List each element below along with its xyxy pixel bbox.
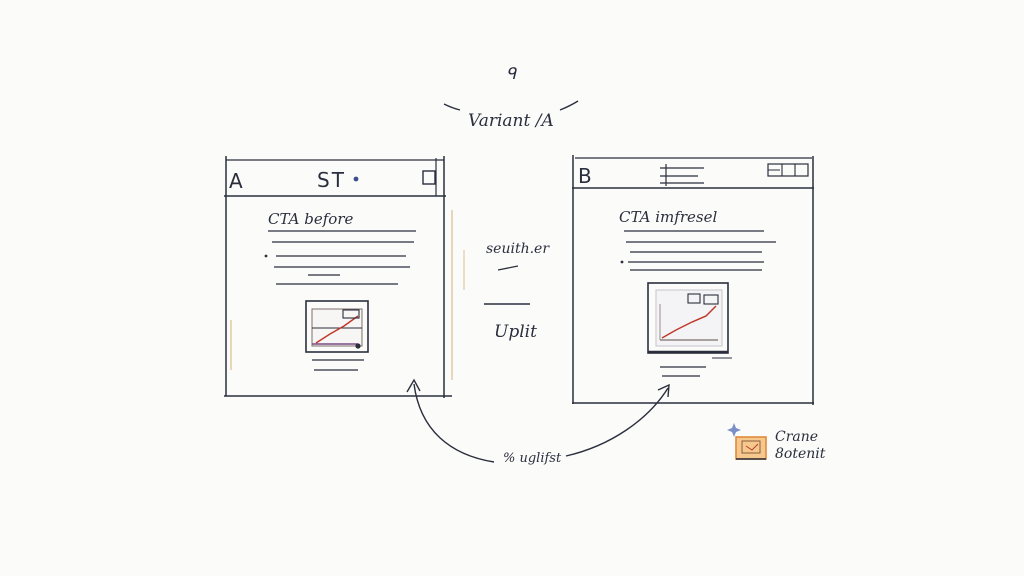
panel-b-chart-inner	[655, 289, 723, 347]
diagram-title: Variant /A	[468, 111, 554, 131]
panel-a-chart-corner-dot	[355, 343, 361, 349]
arrow-to-variant-b-head	[657, 383, 670, 398]
panel-a-bullet	[264, 254, 268, 258]
side-note-line-2: 8otenit	[775, 446, 826, 462]
panel-a-heading: CTA before	[268, 210, 354, 228]
panel-a-header-dot	[353, 176, 359, 182]
middle-uplift-label: Uplit	[494, 322, 537, 342]
panel-b-header-menu-icon	[660, 164, 704, 186]
panel-b-heading: CTA imfresel	[619, 208, 718, 226]
panel-a-header-square-icon	[422, 170, 436, 185]
panel-b-chart-trend	[661, 305, 717, 339]
panel-b-letter: B	[578, 164, 592, 188]
sparkle-icon	[727, 423, 741, 437]
panel-a-chart-frame	[305, 300, 369, 353]
arrow-to-variant-a-head	[406, 378, 421, 393]
title-caret: ᑫ	[506, 64, 517, 83]
variant-a-panel	[224, 156, 453, 398]
arrow-to-variant-a	[413, 383, 495, 463]
panel-b-bullet	[620, 260, 624, 264]
panel-a-chart-trend	[315, 315, 359, 344]
middle-top-label: seuith.er	[486, 241, 550, 257]
uplift-percent-label: % uglifst	[503, 451, 562, 466]
panel-a-header-text: ST	[317, 168, 346, 192]
panel-a-chart-legend-icon	[342, 309, 360, 319]
title-swoosh-right	[559, 100, 579, 111]
panel-b-header-window-icon	[767, 163, 809, 177]
folder-icon	[735, 436, 767, 460]
arrow-to-variant-b	[565, 387, 669, 457]
variant-b-panel	[572, 155, 814, 405]
title-swoosh-left	[443, 103, 461, 111]
panel-a-letter: A	[229, 169, 243, 193]
panel-b-chart-legend-icon	[687, 293, 719, 305]
middle-dash-short	[497, 265, 519, 271]
side-note-line-1: Crane	[775, 429, 819, 445]
